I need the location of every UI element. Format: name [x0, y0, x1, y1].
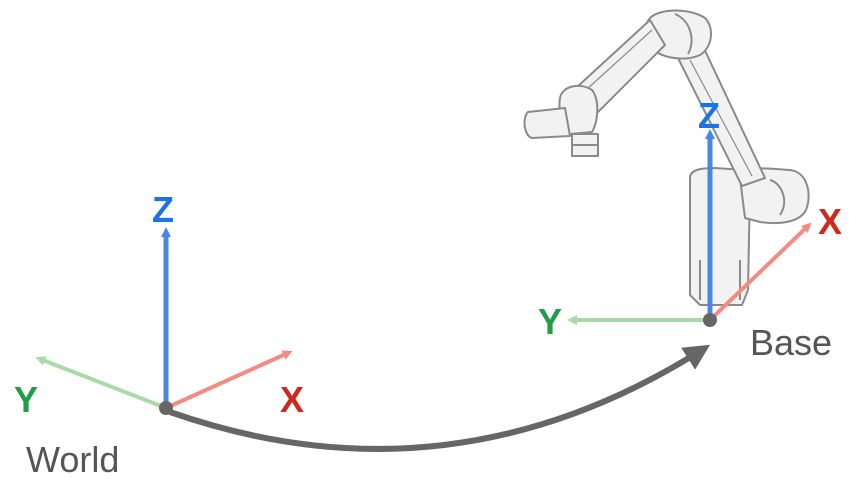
world-label: World — [26, 439, 119, 479]
robot-arm-icon — [523, 9, 810, 306]
curved-arrow-icon — [169, 344, 711, 452]
world-frame: Z Y X World — [14, 189, 304, 479]
base-frame: Z Y X Base — [538, 95, 842, 363]
base-z-label: Z — [698, 95, 720, 136]
world-x-axis — [165, 350, 293, 410]
base-x-label: X — [818, 201, 842, 242]
base-label: Base — [750, 322, 832, 363]
base-y-label: Y — [538, 301, 562, 342]
world-y-axis — [35, 356, 167, 410]
world-x-label: X — [280, 379, 304, 420]
world-z-label: Z — [152, 189, 174, 230]
base-x-axis — [708, 222, 812, 322]
world-y-label: Y — [14, 379, 38, 420]
base-origin — [703, 313, 717, 327]
world-origin — [159, 401, 173, 415]
